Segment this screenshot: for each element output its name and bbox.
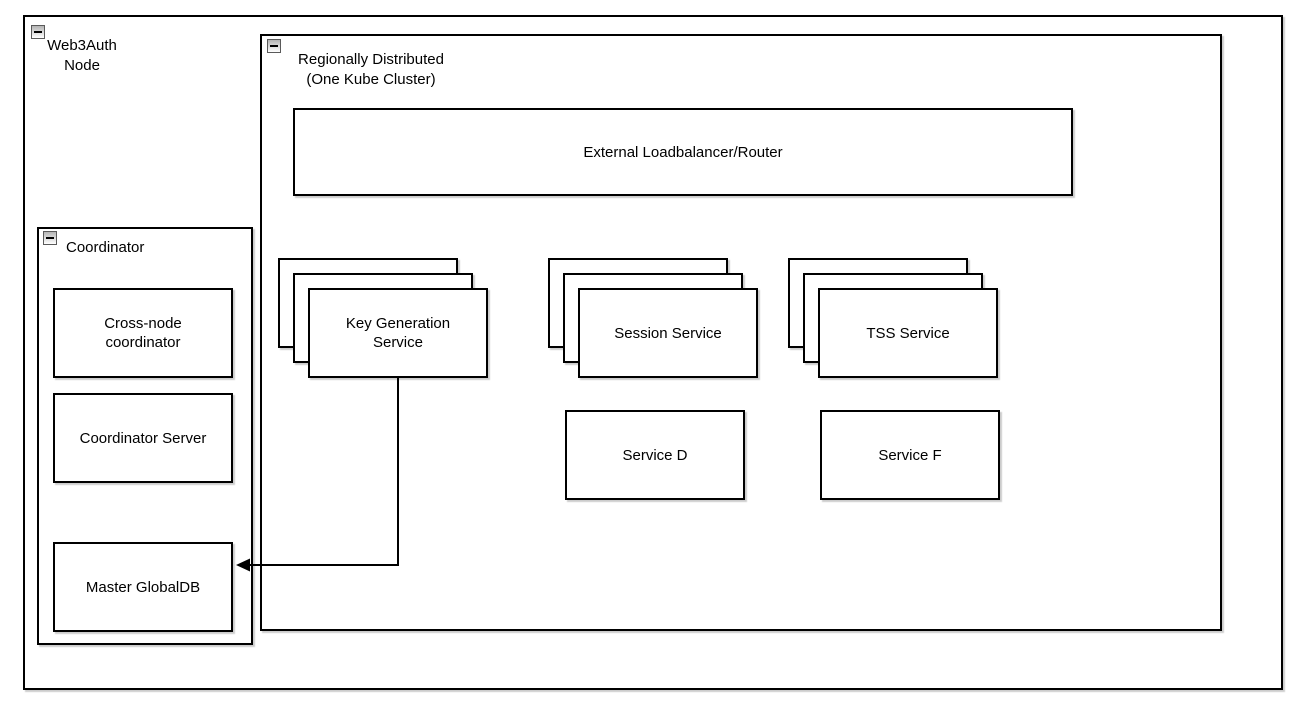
minus-icon — [34, 31, 42, 33]
node-key-generation-service[interactable]: Key Generation Service — [308, 288, 488, 378]
node-label: Session Service — [614, 324, 722, 342]
node-coordinator-server[interactable]: Coordinator Server — [53, 393, 233, 483]
container-label-web3auth-node: Web3Auth Node — [47, 37, 117, 74]
node-tss-service[interactable]: TSS Service — [818, 288, 998, 378]
node-external-loadbalancer[interactable]: External Loadbalancer/Router — [293, 108, 1073, 196]
node-session-service[interactable]: Session Service — [578, 288, 758, 378]
node-label: External Loadbalancer/Router — [583, 143, 783, 161]
node-label: Key Generation Service — [345, 315, 451, 351]
node-label: Cross-node coordinator — [104, 315, 182, 351]
node-label: TSS Service — [866, 324, 950, 342]
node-label: Master GlobalDB — [85, 578, 201, 596]
node-label: Service F — [878, 446, 942, 464]
collapse-button-coordinator[interactable] — [43, 231, 57, 245]
node-cross-node-coordinator[interactable]: Cross-node coordinator — [53, 288, 233, 378]
minus-icon — [270, 45, 278, 47]
minus-icon — [46, 237, 54, 239]
collapse-button-regionally-distributed[interactable] — [267, 39, 281, 53]
node-label: Coordinator Server — [79, 429, 207, 447]
container-label-coordinator: Coordinator — [66, 239, 145, 256]
node-service-d[interactable]: Service D — [565, 410, 745, 500]
container-label-regionally-distributed: Regionally Distributed (One Kube Cluster… — [298, 51, 444, 88]
node-service-f[interactable]: Service F — [820, 410, 1000, 500]
node-master-globaldb[interactable]: Master GlobalDB — [53, 542, 233, 632]
collapse-button-web3auth-node[interactable] — [31, 25, 45, 39]
node-label: Service D — [622, 446, 688, 464]
